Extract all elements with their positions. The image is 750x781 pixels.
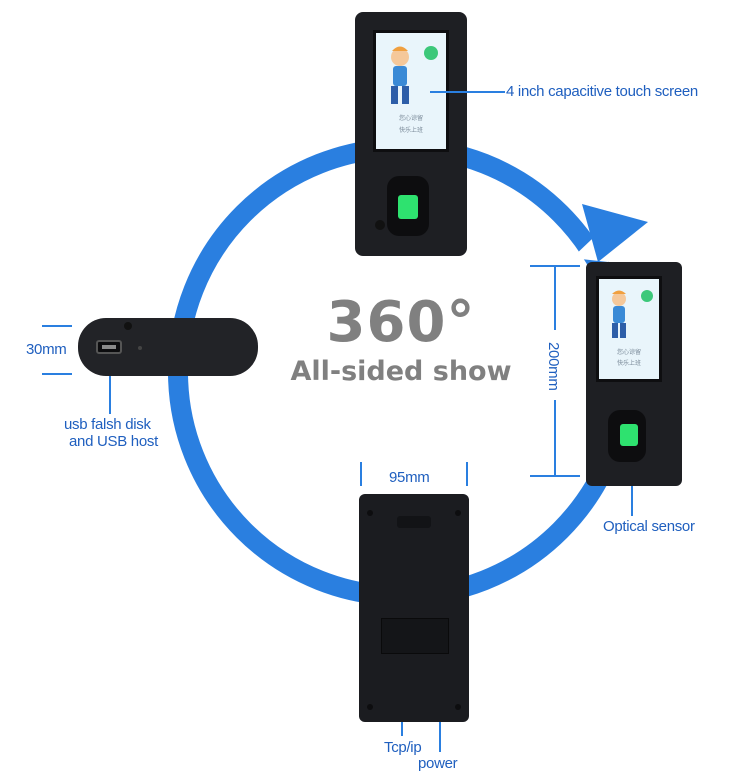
person-illustration-icon <box>391 46 438 104</box>
label-usb-line1: usb falsh disk <box>64 416 151 433</box>
device-front-right: 您心谅留 快乐上班 <box>586 262 682 486</box>
title-360: 360° <box>326 290 476 355</box>
mount-slot <box>397 516 431 528</box>
label-optical-sensor: Optical sensor <box>603 518 695 535</box>
label-usb-line2: and USB host <box>69 433 158 450</box>
label-touch-screen: 4 inch capacitive touch screen <box>506 83 698 100</box>
screw-hole-icon <box>367 704 373 710</box>
title-subtitle: All-sided show <box>290 356 512 387</box>
arrow-head-icon <box>582 204 648 262</box>
screw-hole-icon <box>455 704 461 710</box>
touch-screen: 您心谅留 快乐上班 <box>373 30 449 152</box>
label-power: power <box>418 755 458 772</box>
device-back-view <box>359 494 469 722</box>
right-screen-text-2: 快乐上班 <box>616 360 641 367</box>
right-touch-screen: 您心谅留 快乐上班 <box>596 276 662 382</box>
device-top-view <box>78 318 258 376</box>
usb-port <box>96 340 122 354</box>
top-led-dot <box>138 346 142 350</box>
screw-hole-icon <box>367 510 373 516</box>
right-screen-text-1: 您心谅留 <box>616 349 641 356</box>
label-height: 200mm <box>545 342 562 391</box>
speaker-hole-icon <box>375 220 385 230</box>
screw-hole-icon <box>455 510 461 516</box>
label-width: 95mm <box>389 469 430 486</box>
fingerprint-reader <box>387 176 429 236</box>
label-depth: 30mm <box>26 341 67 358</box>
right-fingerprint-reader <box>608 410 646 462</box>
screen-text-1: 您心谅留 <box>398 115 423 122</box>
connector-panel <box>381 618 449 654</box>
person-illustration-icon <box>612 290 653 338</box>
device-front-top: 您心谅留 快乐上班 <box>355 12 467 256</box>
optical-sensor-glass <box>620 424 638 446</box>
top-screw-icon <box>124 322 132 330</box>
label-tcpip: Tcp/ip <box>384 739 422 756</box>
fingerprint-sensor-glass <box>398 195 418 219</box>
screen-text-2: 快乐上班 <box>398 127 423 134</box>
